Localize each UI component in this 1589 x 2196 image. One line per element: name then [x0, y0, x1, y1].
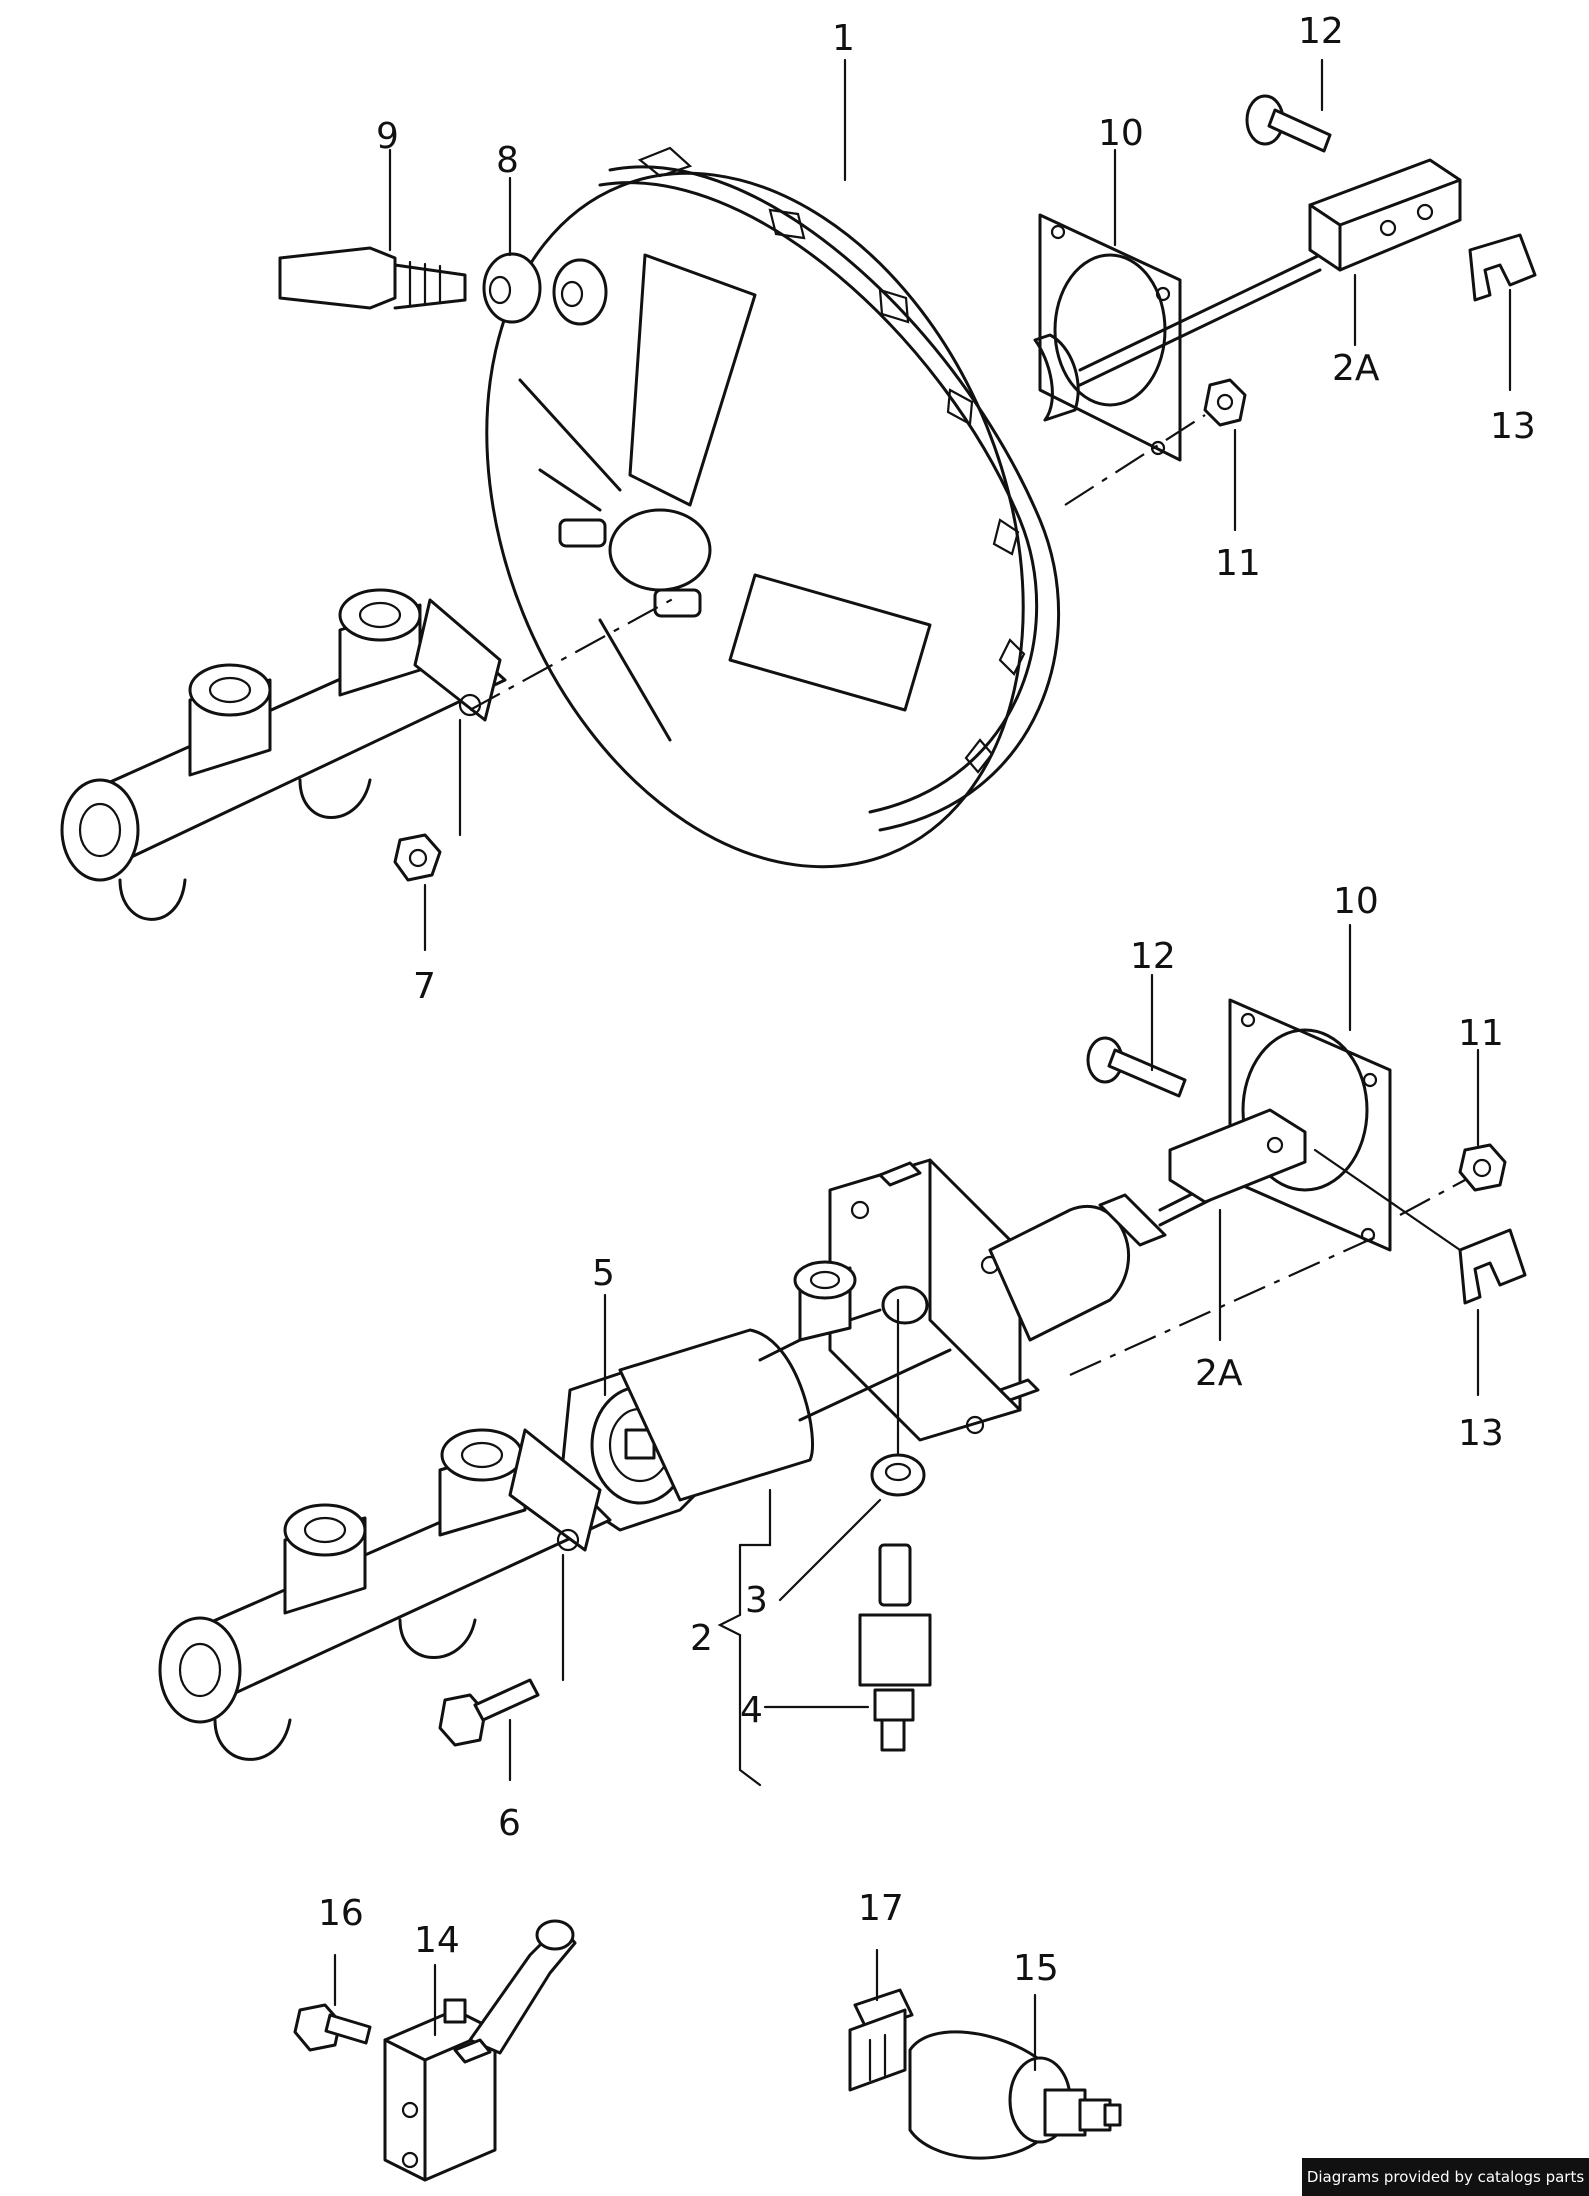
callout-16: 16: [318, 1893, 364, 1934]
centerline-top-1: [469, 594, 681, 711]
grommet-part-3: [870, 1453, 926, 1497]
valve-part-14: [383, 1919, 577, 2182]
master-cylinder-lower: [158, 1428, 612, 1761]
nut-part-11-top: [1203, 378, 1247, 427]
callout-4: 4: [740, 1690, 763, 1731]
callout-15: 15: [1013, 1948, 1059, 1989]
bolt-part-12-top: [1245, 94, 1332, 153]
callout-2a-mid: 2A: [1195, 1353, 1243, 1394]
booster-housing-mid: [828, 1108, 1307, 1442]
gasket-part-10-mid: [1228, 998, 1392, 1252]
credit-badge: Diagrams provided by catalogs parts: [1302, 2158, 1589, 2196]
master-cylinder-top: [60, 588, 507, 921]
callout-10-top: 10: [1098, 113, 1144, 154]
callout-2a-top: 2A: [1332, 348, 1380, 389]
switch-part-15: [908, 2030, 1122, 2160]
clip-part-13-mid: [1458, 1228, 1527, 1305]
callout-11-top: 11: [1215, 543, 1261, 584]
callout-8: 8: [496, 140, 519, 181]
callout-17: 17: [858, 1888, 904, 1929]
centerline-mid-2: [1399, 1179, 1466, 1216]
brake-booster-part-1: [485, 146, 1080, 869]
master-cylinder-mid: [618, 1260, 952, 1502]
sensor-part-4: [858, 1543, 932, 1752]
nut-part-11-mid: [1458, 1143, 1507, 1192]
leader-lines-mid: [508, 923, 1480, 1787]
callout-11-mid: 11: [1458, 1013, 1504, 1054]
callout-13-top: 13: [1490, 406, 1536, 447]
callout-10-mid: 10: [1333, 881, 1379, 922]
callout-7: 7: [413, 966, 436, 1007]
clevis-part-2a-top: [1078, 158, 1462, 387]
hose-fitting-part-9: [278, 246, 467, 310]
callout-9: 9: [376, 116, 399, 157]
leader-lines-top: [388, 58, 1512, 952]
bolt-part-6: [438, 1678, 540, 1747]
callout-13-mid: 13: [1458, 1413, 1504, 1454]
callout-12-mid: 12: [1130, 936, 1176, 977]
callout-14: 14: [414, 1920, 460, 1961]
centerline-top-2: [1064, 414, 1206, 506]
nut-part-7: [393, 833, 442, 882]
clip-part-17: [848, 1988, 914, 2092]
centerline-mid-5: [1313, 1148, 1462, 1252]
callout-2: 2: [690, 1618, 713, 1659]
callout-3: 3: [745, 1580, 768, 1621]
leader-lines-bottom: [333, 1948, 1037, 2072]
grommet-part-8: [482, 252, 608, 326]
callout-1: 1: [832, 18, 855, 59]
callout-5: 5: [592, 1253, 615, 1294]
callout-6: 6: [498, 1803, 521, 1844]
callout-12-top: 12: [1298, 11, 1344, 52]
bolt-part-12-mid: [1086, 1036, 1187, 1098]
clip-part-13-top: [1468, 233, 1537, 302]
bolt-part-16: [293, 2003, 372, 2052]
gasket-part-10-top: [1038, 213, 1182, 462]
